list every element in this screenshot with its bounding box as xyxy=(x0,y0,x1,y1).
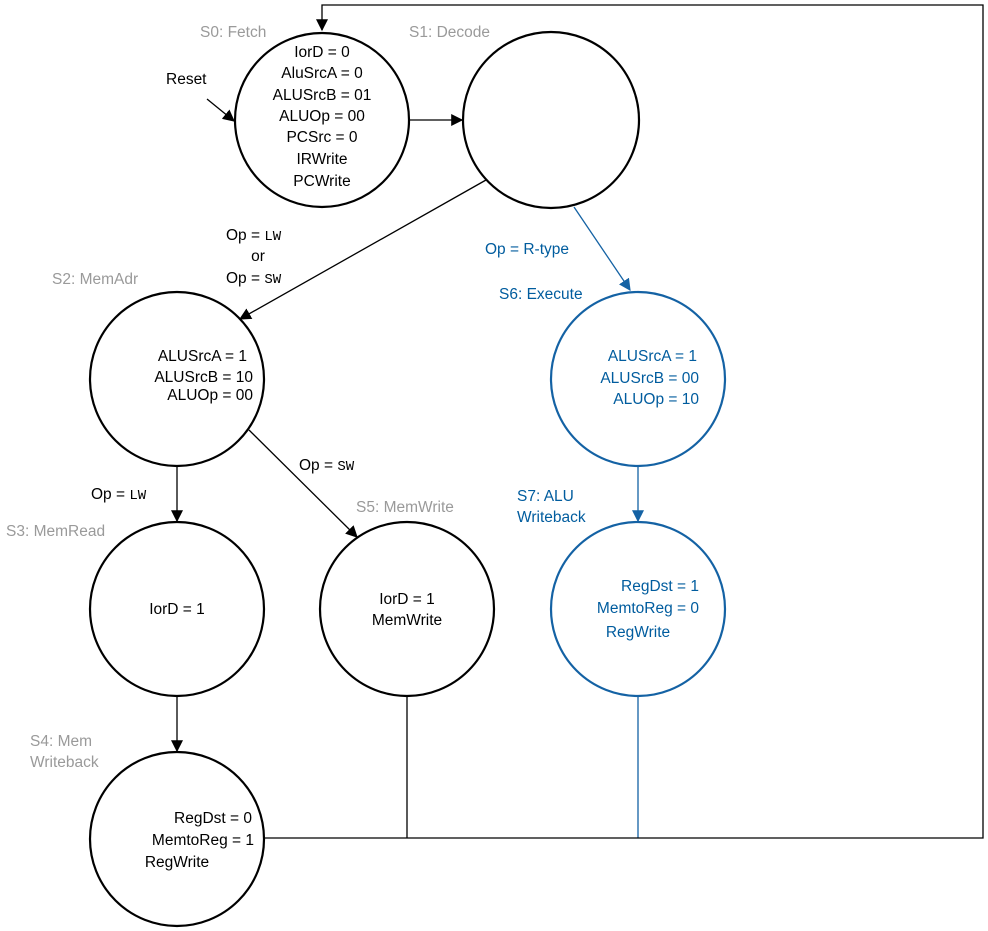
s5-output: IorD = 1 xyxy=(379,591,435,608)
state-s4-name-line2: Writeback xyxy=(30,754,99,771)
s4-output: RegWrite xyxy=(145,854,209,871)
s4-output: MemtoReg = 1 xyxy=(152,832,254,849)
op-text: Op = xyxy=(91,486,129,503)
s0-output: PCWrite xyxy=(293,173,350,190)
op-text: Op = xyxy=(299,457,337,474)
s3-output: IorD = 1 xyxy=(149,601,205,618)
s2-output: ALUSrcA = 1 xyxy=(158,348,247,365)
transition-s2-s3-label: Op = LW xyxy=(91,486,147,504)
op-value: SW xyxy=(337,459,354,475)
s7-output: MemtoReg = 0 xyxy=(597,600,699,617)
op-value: SW xyxy=(264,272,281,288)
state-s5-memwrite xyxy=(318,520,496,698)
state-s2-name: S2: MemAdr xyxy=(52,271,138,288)
s0-output: ALUOp = 00 xyxy=(279,108,365,125)
state-s4-name-line1: S4: Mem xyxy=(30,733,92,750)
state-s1-name: S1: Decode xyxy=(409,24,490,41)
state-s1-decode xyxy=(461,30,641,210)
op-text: Op = xyxy=(226,227,264,244)
s0-output: PCSrc = 0 xyxy=(286,129,357,146)
state-s5-name: S5: MemWrite xyxy=(356,499,454,516)
state-s0-fetch xyxy=(233,31,411,209)
state-s3-memread xyxy=(88,520,266,698)
s0-output: IRWrite xyxy=(296,151,347,168)
transition-s1-s2 xyxy=(238,179,487,320)
reset-arrow xyxy=(206,98,235,122)
s0-output: ALUSrcB = 01 xyxy=(273,87,372,104)
op-value: LW xyxy=(264,229,281,245)
s6-output: ALUSrcB = 00 xyxy=(600,370,699,387)
transition-s2-s5-label: Op = SW xyxy=(299,457,355,475)
transition-s1-s6 xyxy=(573,206,631,291)
s0-output: AluSrcA = 0 xyxy=(281,65,363,82)
op-text: Op = xyxy=(226,270,264,287)
state-s7-name-line2: Writeback xyxy=(517,509,586,526)
transition-s1-s2-label-lw: Op = LW xyxy=(226,227,282,245)
reset-label: Reset xyxy=(166,71,207,88)
op-value: LW xyxy=(129,488,146,504)
s2-output: ALUOp = 00 xyxy=(167,387,253,404)
transition-s2-s5 xyxy=(248,429,358,538)
s7-output: RegWrite xyxy=(606,624,670,641)
state-s7-alu-writeback xyxy=(549,520,727,698)
state-s6-execute xyxy=(549,290,727,468)
state-s7-name-line1: S7: ALU xyxy=(517,488,574,505)
s4-output: RegDst = 0 xyxy=(174,810,252,827)
transition-s1-s2-label-sw: Op = SW xyxy=(226,270,282,288)
s2-output: ALUSrcB = 10 xyxy=(154,369,253,386)
state-s6-name: S6: Execute xyxy=(499,286,583,303)
state-s2-memadr xyxy=(88,290,266,468)
s0-output: IorD = 0 xyxy=(294,44,350,61)
s6-output: ALUOp = 10 xyxy=(613,391,699,408)
state-s3-name: S3: MemRead xyxy=(6,523,105,540)
return-to-fetch xyxy=(264,4,984,839)
state-s0-name: S0: Fetch xyxy=(200,24,266,41)
transition-s1-s6-label: Op = R-type xyxy=(485,241,569,258)
s5-output: MemWrite xyxy=(372,612,442,629)
s6-output: ALUSrcA = 1 xyxy=(608,348,697,365)
transition-s1-s2-label-or: or xyxy=(251,248,265,265)
s7-output: RegDst = 1 xyxy=(621,578,699,595)
state-s4-mem-writeback xyxy=(88,750,266,928)
